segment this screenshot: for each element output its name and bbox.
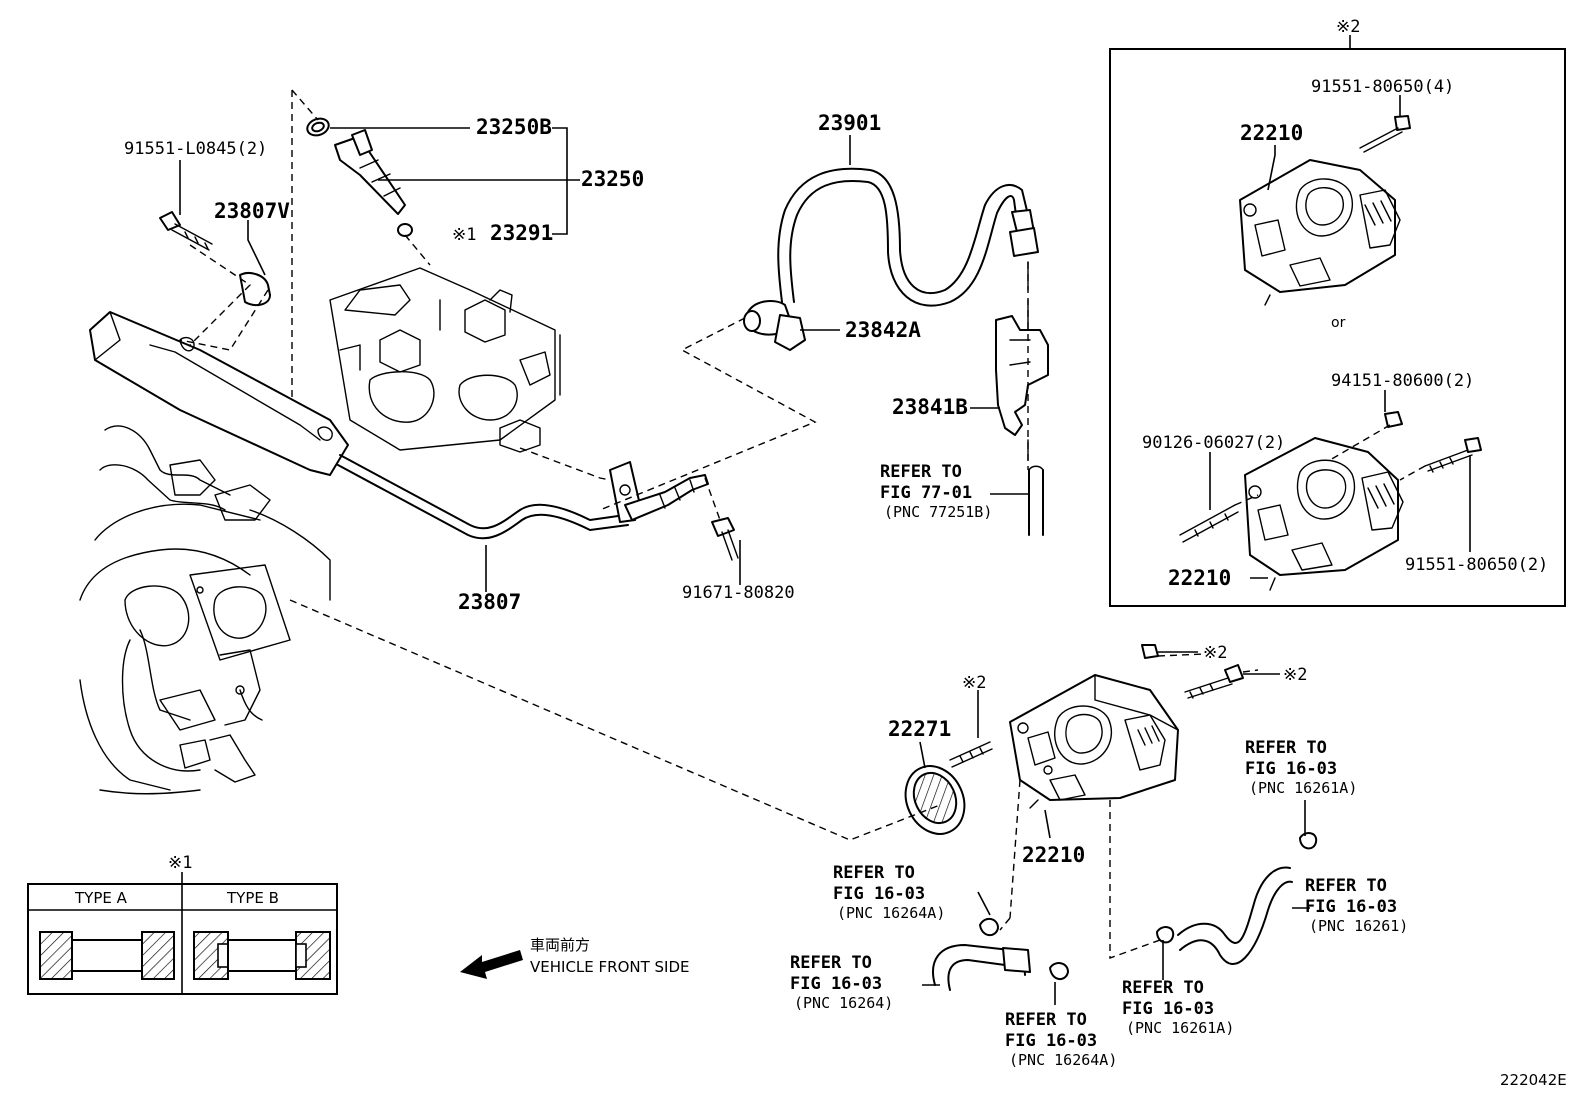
throttle-body-main-drawing: [1009, 644, 1244, 809]
refer-16264-line1: REFER TO: [790, 953, 872, 973]
legend-type-a: TYPE A: [74, 889, 128, 907]
refer-16261-line1: REFER TO: [1305, 876, 1387, 896]
refer-16264A-bottom-line3: (PNC 16264A): [1009, 1051, 1117, 1069]
intake-manifold-drawing: [79, 425, 331, 795]
label-91671-80820: 91671-80820: [682, 583, 795, 603]
label-91551-L0845: 91551-L0845(2): [124, 139, 267, 159]
label-23250B: 23250B: [476, 115, 552, 139]
variant-box: [1109, 48, 1566, 607]
mark-1-legend: ※1: [168, 853, 192, 873]
legend-type-b: TYPE B: [226, 889, 279, 907]
refer-to-77-01-line2: FIG 77-01: [880, 483, 972, 503]
refer-to-77-01-line3: (PNC 77251B): [884, 503, 992, 521]
mark-2-stud: ※2: [962, 673, 986, 693]
fuel-delivery-pipe-drawing: [89, 272, 709, 540]
leader-lines: [179, 35, 1471, 1005]
refer-16261A-top-line3: (PNC 16261A): [1249, 779, 1357, 797]
mark-2-bolt: ※2: [1283, 665, 1307, 685]
vehicle-front-arrow-icon: [460, 950, 523, 979]
part-labels: 23250B 23250 23291 ※1 23807V 91551-L0845…: [74, 17, 1567, 1089]
label-22210-main: 22210: [1022, 843, 1085, 867]
water-bypass-hoses-drawing: [932, 832, 1318, 991]
vehicle-front-en: VEHICLE FRONT SIDE: [530, 958, 690, 976]
refer-16261-line2: FIG 16-03: [1305, 897, 1397, 917]
refer-16264-line2: FIG 16-03: [790, 974, 882, 994]
bolt-91551-L0845-drawing: [159, 211, 213, 251]
label-90126-06027-2: 90126-06027(2): [1142, 433, 1285, 453]
label-91551-80650-2: 91551-80650(2): [1405, 555, 1548, 575]
refer-16261A-top-line1: REFER TO: [1245, 738, 1327, 758]
refer-16261A-bottom-line3: (PNC 16261A): [1126, 1019, 1234, 1037]
refer-16264A-top-line2: FIG 16-03: [833, 884, 925, 904]
figure-code: 222042E: [1500, 1071, 1567, 1089]
seal-type-legend: [27, 872, 338, 995]
vehicle-front-jp: 車両前方: [530, 936, 590, 954]
bolt-91671-80820-drawing: [711, 517, 739, 561]
mark-1-injector: ※1: [452, 225, 476, 245]
refer-16261-line3: (PNC 16261): [1309, 917, 1408, 935]
label-23807V: 23807V: [214, 199, 290, 223]
label-23841B: 23841B: [892, 395, 968, 419]
refer-to-77-01-line1: REFER TO: [880, 462, 962, 482]
refer-16264-line3: (PNC 16264): [794, 994, 893, 1012]
gasket-22271-drawing: [904, 765, 966, 835]
label-23291: 23291: [490, 221, 553, 245]
label-or: or: [1331, 315, 1346, 331]
cylinder-head-drawing: [329, 267, 561, 453]
fuel-hose-drawing: [743, 167, 1039, 351]
label-23250: 23250: [581, 167, 644, 191]
refer-16261A-bottom-line1: REFER TO: [1122, 978, 1204, 998]
label-22271: 22271: [888, 717, 951, 741]
refer-16261A-top-line2: FIG 16-03: [1245, 759, 1337, 779]
label-94151-80600-2: 94151-80600(2): [1331, 371, 1474, 391]
mark-2-nut: ※2: [1203, 643, 1227, 663]
label-23901: 23901: [818, 111, 881, 135]
stud-bolt-drawing: [949, 741, 993, 768]
label-22210-box-upper: 22210: [1240, 121, 1303, 145]
refer-16261A-bottom-line2: FIG 16-03: [1122, 999, 1214, 1019]
refer-16264A-bottom-line2: FIG 16-03: [1005, 1031, 1097, 1051]
refer-16264A-bottom-line1: REFER TO: [1005, 1010, 1087, 1030]
label-23842A: 23842A: [845, 318, 921, 342]
mark-2-box: ※2: [1336, 17, 1360, 37]
label-23807: 23807: [458, 590, 521, 614]
fuel-injector-drawing: [306, 117, 413, 237]
refer-16264A-top-line3: (PNC 16264A): [837, 904, 945, 922]
refer-16264A-top-line1: REFER TO: [833, 863, 915, 883]
label-91551-80650-4: 91551-80650(4): [1311, 77, 1454, 97]
assembly-dashed-lines: [179, 89, 1259, 959]
label-22210-box-lower: 22210: [1168, 566, 1231, 590]
